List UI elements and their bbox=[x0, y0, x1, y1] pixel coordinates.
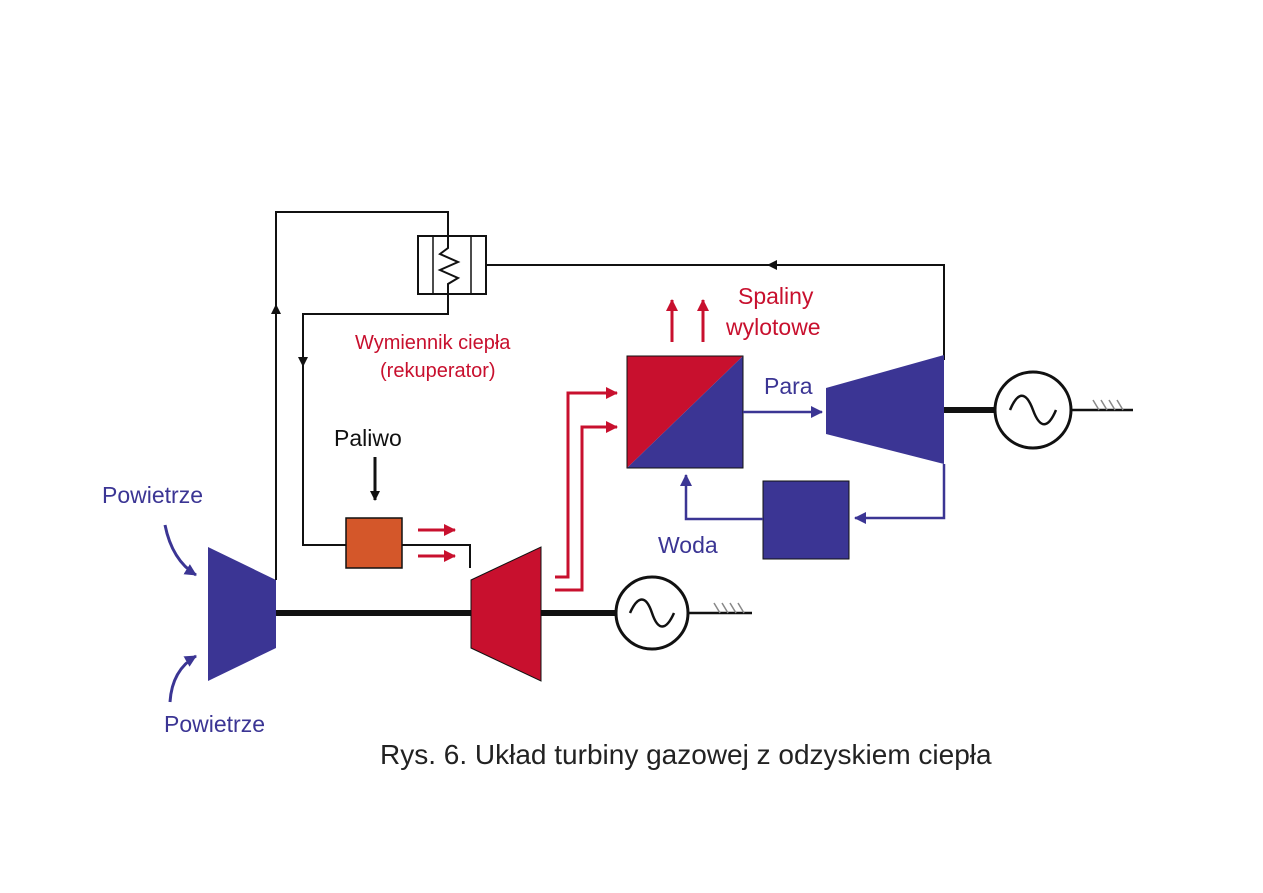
compressed-air-line bbox=[275, 211, 449, 580]
steam-label: Para bbox=[764, 373, 813, 399]
hot-gas-line bbox=[402, 544, 471, 568]
gas-turbine bbox=[470, 546, 542, 682]
generator-1-sine-icon bbox=[628, 598, 676, 628]
exhaust-return-line bbox=[486, 264, 945, 360]
heat-exchanger-label-line1: Wymiennik ciepła bbox=[355, 332, 511, 354]
hrsg-cold-side bbox=[627, 356, 743, 468]
figure-caption: Rys. 6. Układ turbiny gazowej z odzyskie… bbox=[380, 739, 992, 770]
generator-1-ground-icon bbox=[713, 602, 745, 614]
compressor bbox=[208, 547, 276, 681]
generator-2-sine-icon bbox=[1008, 394, 1058, 426]
condenser bbox=[762, 480, 850, 560]
heat-exchanger-coil bbox=[437, 236, 461, 294]
combustor bbox=[345, 517, 403, 569]
generator-2-ground-icon bbox=[1092, 399, 1124, 411]
condensate-line bbox=[854, 464, 946, 524]
exhaust-gas-line-2 bbox=[555, 421, 618, 592]
water-label: Woda bbox=[658, 532, 718, 558]
steam-turbine bbox=[826, 355, 944, 464]
air-label-bottom: Powietrze bbox=[164, 711, 265, 737]
fuel-label: Paliwo bbox=[334, 425, 402, 451]
air-label-top: Powietrze bbox=[102, 482, 203, 508]
exhaust-gas-line-1 bbox=[555, 387, 618, 579]
exhaust-label-line2: wylotowe bbox=[725, 314, 821, 340]
heat-exchanger-label-line2: (rekuperator) bbox=[380, 360, 496, 382]
water-line bbox=[680, 474, 763, 521]
exhaust-label-line1: Spaliny bbox=[738, 283, 814, 309]
air-inlet-arrow-top bbox=[163, 524, 197, 577]
air-inlet-arrow-bottom bbox=[168, 654, 197, 703]
preheated-air-line bbox=[302, 294, 449, 546]
